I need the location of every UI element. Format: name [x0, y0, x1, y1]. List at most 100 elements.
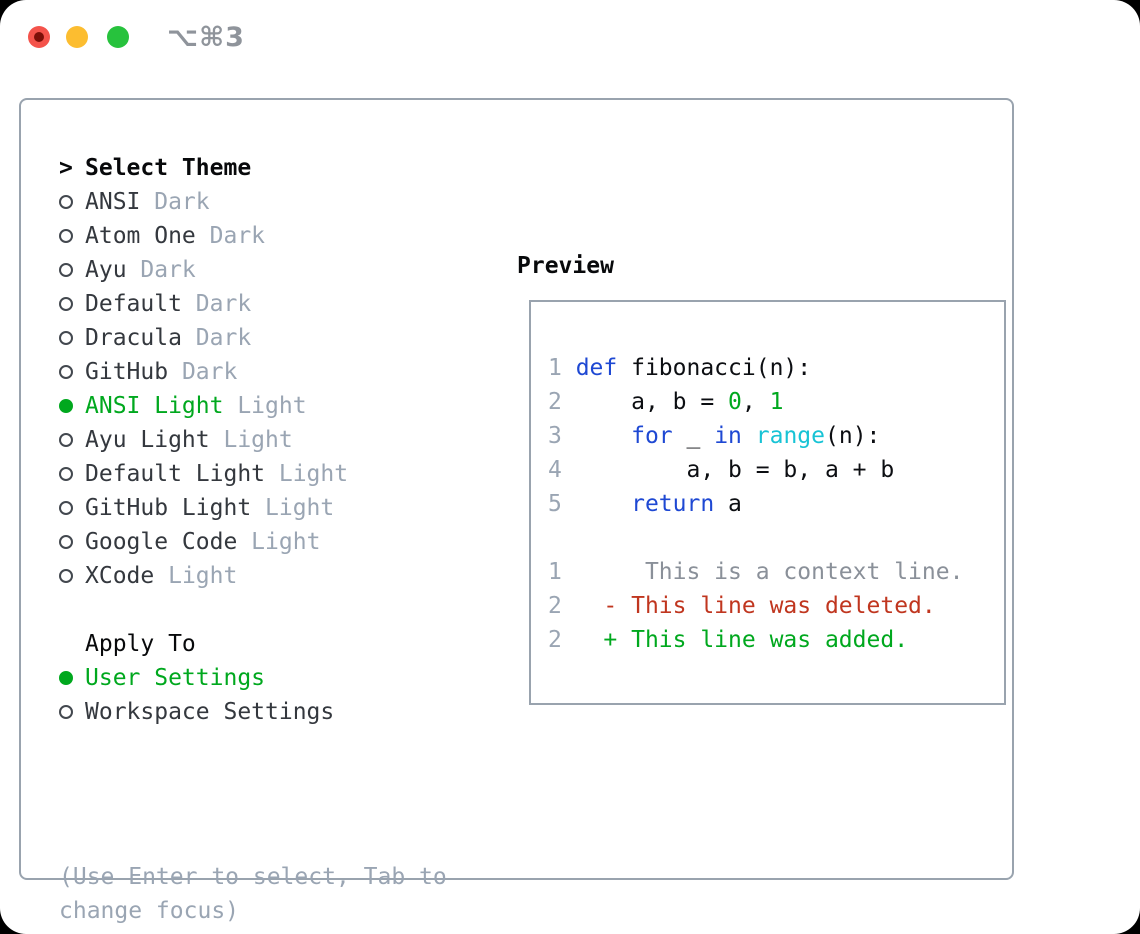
code-line: 1 def fibonacci(n): [548, 351, 1004, 385]
code-token-fg: (n): [825, 423, 881, 449]
preview-title: Preview [517, 253, 614, 279]
apply-option-label: Workspace Settings [85, 699, 335, 725]
theme-option[interactable]: XCode Light [59, 559, 237, 593]
code-token-keyword: for [631, 423, 673, 449]
radio-unselected-icon [59, 501, 73, 515]
theme-option-label: Ayu [85, 257, 127, 283]
radio-unselected-icon [59, 365, 73, 379]
titlebar: ⌥⌘3 [0, 0, 1140, 70]
radio-unselected-icon [59, 467, 73, 481]
code-line: 4 a, b = b, a + b [548, 453, 1004, 487]
theme-option[interactable]: Google Code Light [59, 525, 320, 559]
code-line: 1 This is a context line. [548, 555, 1004, 589]
line-number: 2 [548, 389, 576, 415]
close-button[interactable] [28, 26, 50, 48]
hint-text: (Use Enter to select, Tab to change focu… [59, 864, 447, 924]
code-line: 2 a, b = 0, 1 [548, 385, 1004, 419]
line-number: 2 [548, 593, 576, 619]
code-token-fg [742, 423, 756, 449]
select-theme-title: Select Theme [85, 155, 252, 181]
radio-unselected-icon [59, 263, 73, 277]
theme-variant-tag: Dark [181, 291, 252, 317]
line-number [548, 525, 576, 551]
apply-option-label: User Settings [85, 665, 266, 691]
theme-option-label: ANSI [85, 189, 141, 215]
theme-option-label: Google Code [85, 529, 238, 555]
zoom-button[interactable] [107, 26, 129, 48]
code-token-builtin: range [755, 423, 825, 449]
theme-option-label: GitHub Light [85, 495, 252, 521]
theme-option[interactable]: Default Light Light [59, 457, 348, 491]
theme-option[interactable]: Ayu Dark [59, 253, 196, 287]
radio-selected-icon [59, 671, 73, 685]
theme-option-label: Default [85, 291, 182, 317]
theme-variant-tag: Dark [168, 359, 238, 385]
code-token-fg: fibonacci(n): [617, 355, 812, 381]
line-number: 3 [548, 423, 576, 449]
apply-to-title: Apply To [85, 631, 196, 657]
window-shortcut-label: ⌥⌘3 [167, 22, 245, 53]
code-token-fg: a, b = b, a + b [575, 457, 895, 483]
theme-option[interactable]: ANSI Light Light [59, 389, 307, 423]
theme-variant-tag: Light [223, 393, 307, 419]
theme-option[interactable]: GitHub Dark [59, 355, 237, 389]
theme-option-label: XCode [85, 563, 155, 589]
apply-option[interactable]: Workspace Settings [59, 695, 334, 729]
code-line [548, 521, 1004, 555]
theme-option[interactable]: Default Dark [59, 287, 251, 321]
radio-unselected-icon [59, 569, 73, 583]
theme-variant-tag: Light [251, 495, 335, 521]
theme-option[interactable]: Dracula Dark [59, 321, 251, 355]
apply-option[interactable]: User Settings [59, 661, 265, 695]
code-token-keyword: return [631, 491, 715, 517]
theme-variant-tag: Light [237, 529, 321, 555]
select-theme-header: > Select Theme [59, 151, 251, 185]
line-number: 1 [548, 559, 576, 585]
line-number: 4 [548, 457, 576, 483]
radio-unselected-icon [59, 195, 73, 209]
code-token-keyword: def [575, 355, 618, 381]
apply-to-header: Apply To [59, 627, 196, 661]
code-token-deleted: - This line was deleted. [575, 593, 936, 619]
theme-variant-tag: Dark [140, 189, 210, 215]
theme-variant-tag: Dark [195, 223, 266, 249]
line-number: 5 [548, 491, 576, 517]
radio-unselected-icon [59, 705, 73, 719]
radio-unselected-icon [59, 535, 73, 549]
theme-option-label: Atom One [85, 223, 196, 249]
theme-option[interactable]: GitHub Light Light [59, 491, 334, 525]
code-line: 2 - This line was deleted. [548, 589, 1004, 623]
code-token-fg [576, 491, 631, 517]
radio-unselected-icon [59, 229, 73, 243]
theme-option[interactable]: ANSI Dark [59, 185, 210, 219]
theme-variant-tag: Light [265, 461, 349, 487]
theme-option[interactable]: Atom One Dark [59, 219, 265, 253]
code-token-fg: a, b = [575, 389, 729, 415]
radio-unselected-icon [59, 331, 73, 345]
code-token-fg [576, 423, 631, 449]
code-line: 3 for _ in range(n): [548, 419, 1004, 453]
theme-option-label: Default Light [85, 461, 266, 487]
code-token-number: 0 [728, 389, 742, 415]
line-number: 2 [548, 627, 576, 653]
close-dot-icon [34, 32, 44, 42]
code-token-keyword: in [714, 423, 742, 449]
code-token-fg: a [714, 491, 742, 517]
theme-variant-tag: Light [209, 427, 293, 453]
theme-option-label: GitHub [85, 359, 169, 385]
code-line: 2 + This line was added. [548, 623, 1004, 657]
code-token-context: This is a context line. [575, 559, 964, 585]
code-token-number: 1 [769, 389, 784, 415]
theme-variant-tag: Dark [181, 325, 252, 351]
theme-option-label: Dracula [85, 325, 182, 351]
theme-option-label: ANSI Light [85, 393, 224, 419]
theme-option[interactable]: Ayu Light Light [59, 423, 293, 457]
minimize-button[interactable] [66, 26, 88, 48]
radio-unselected-icon [59, 433, 73, 447]
theme-variant-tag: Light [154, 563, 238, 589]
code-token-added: + This line was added. [575, 627, 909, 653]
theme-option-label: Ayu Light [85, 427, 210, 453]
